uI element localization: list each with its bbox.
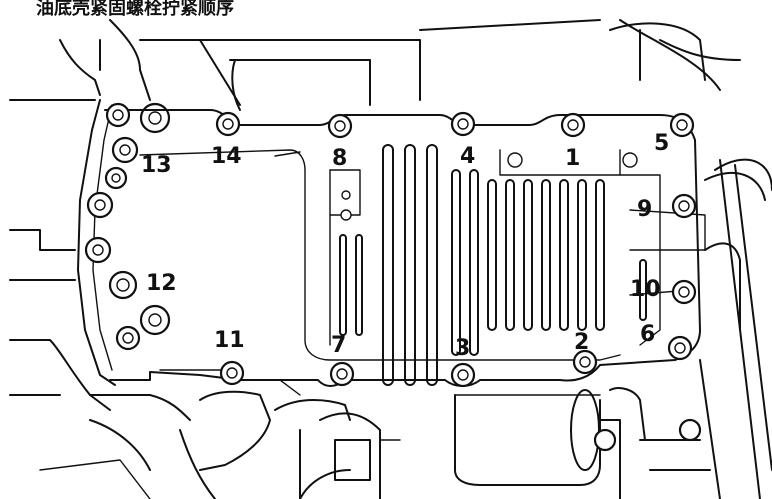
label-7: 7 [331,333,346,358]
diagram-caption: 油底壳紧固螺栓拧紧顺序 [36,0,234,19]
bolt-8 [327,113,353,139]
label-3: 3 [455,336,470,361]
bolt-5 [669,112,695,138]
drive-belt-pulley [699,158,772,499]
oil-pan-cooling-fins [339,144,647,386]
label-9: 9 [637,197,652,222]
bolt-extra-left-lower [115,325,141,351]
label-13: 13 [141,153,172,178]
lower-pipes-and-fittings [39,387,711,499]
label-5: 5 [654,131,669,156]
label-12: 12 [146,271,177,296]
bolt-1 [560,112,586,138]
label-8: 8 [332,146,347,171]
bolt-4 [450,111,476,137]
bolt-10 [671,279,697,305]
label-4: 4 [460,144,475,169]
label-1: 1 [565,146,580,171]
bolt-9 [671,193,697,219]
bolt-6 [667,335,693,361]
oil-filter [454,389,601,486]
leader-line-14 [274,151,301,157]
label-6: 6 [640,322,655,347]
bolt-13 [111,136,139,164]
label-14: 14 [211,144,242,169]
bolt-3 [450,362,476,388]
bolt-extra-left-mid [104,166,128,190]
engine-block-outline [9,19,741,421]
label-11: 11 [214,328,245,353]
label-2: 2 [574,330,589,355]
label-10: 10 [630,277,661,302]
bolt-12 [108,270,138,300]
bolt-14 [215,111,241,137]
bolt-11 [219,360,245,386]
bolt-2 [572,349,598,375]
bolt-7 [329,361,355,387]
bolt-extra-left-top [105,102,131,128]
